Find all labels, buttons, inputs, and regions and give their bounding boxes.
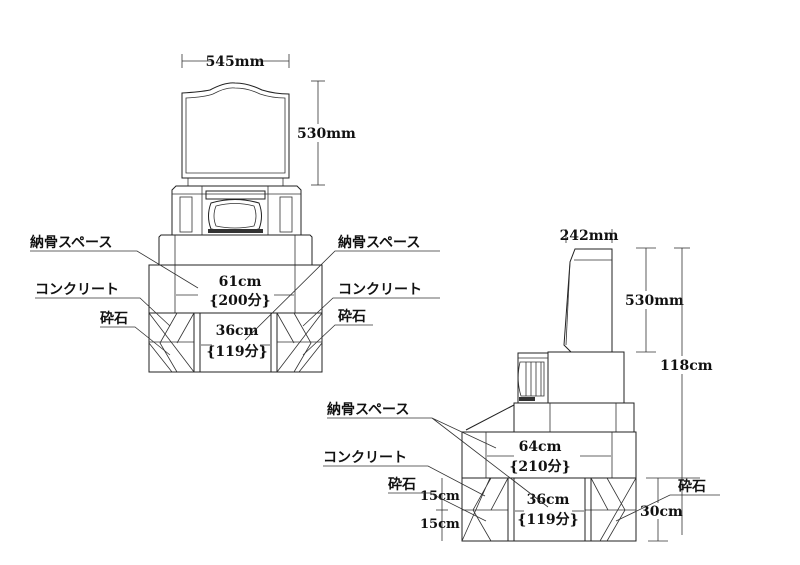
front-concrete-block: 61cm {200分} bbox=[148, 264, 323, 314]
front-opening-width-bu-label: {119分} bbox=[206, 344, 267, 360]
front-inner-width-bu-label: {200分} bbox=[209, 293, 270, 309]
side-upper-base bbox=[517, 351, 625, 404]
side-gravel-depth-dimension: 30cm bbox=[638, 477, 700, 542]
side-gravel-left-label: 砕石 bbox=[388, 476, 416, 493]
side-gravel-depth-label: 30cm bbox=[640, 504, 683, 520]
side-layer-lower-label: 15cm bbox=[420, 517, 460, 532]
front-height-dimension: 530mm bbox=[296, 80, 356, 186]
side-headstone bbox=[563, 248, 613, 353]
side-middle-base bbox=[465, 402, 635, 433]
side-gravel-right-label: 砕石 bbox=[678, 478, 706, 495]
side-labels: 納骨スペース コンクリート 砕石 砕石 bbox=[323, 401, 720, 522]
front-width-label: 545mm bbox=[206, 54, 265, 70]
side-total-height-label: 118cm bbox=[660, 358, 713, 374]
front-right-labels: 納骨スペース コンクリート 砕石 bbox=[244, 234, 440, 356]
side-layer-upper-label: 15cm bbox=[420, 489, 460, 504]
side-view: 242mm 530mm 118cm bbox=[323, 228, 720, 542]
side-concrete-block: 64cm {210分} bbox=[461, 431, 637, 479]
side-ossuary-label: 納骨スペース bbox=[327, 401, 409, 418]
side-depth-label: 242mm bbox=[560, 228, 619, 244]
front-opening-width-label: 36cm bbox=[216, 323, 259, 339]
front-left-gravel-label: 砕石 bbox=[100, 310, 128, 327]
side-inner-width-bu-label: {210分} bbox=[509, 459, 570, 475]
front-left-ossuary-label: 納骨スペース bbox=[30, 234, 112, 251]
front-upper-base bbox=[171, 185, 302, 236]
side-opening-width-label: 36cm bbox=[527, 492, 570, 508]
side-concrete-label: コンクリート bbox=[323, 450, 407, 466]
side-layer-dimensions: 15cm 15cm bbox=[420, 478, 460, 541]
front-right-ossuary-label: 納骨スペース bbox=[338, 234, 420, 251]
front-headstone bbox=[181, 82, 290, 186]
front-view: 545mm 530mm bbox=[30, 54, 440, 373]
front-gravel-layer: 36cm {119分} bbox=[148, 312, 323, 373]
front-left-concrete-label: コンクリート bbox=[35, 282, 119, 298]
side-gravel-layer: 36cm {119分} bbox=[461, 477, 637, 542]
front-left-labels: 納骨スペース コンクリート 砕石 bbox=[30, 234, 199, 356]
front-width-dimension: 545mm bbox=[181, 54, 290, 70]
side-total-height-dimension: 118cm bbox=[658, 247, 713, 535]
side-headstone-height-label: 530mm bbox=[625, 293, 684, 309]
front-inner-width-label: 61cm bbox=[219, 274, 262, 290]
side-headstone-height-dimension: 530mm bbox=[624, 247, 684, 353]
side-opening-width-bu-label: {119分} bbox=[517, 512, 578, 528]
side-depth-dimension: 242mm bbox=[560, 228, 619, 244]
front-height-label: 530mm bbox=[297, 126, 356, 142]
front-right-concrete-label: コンクリート bbox=[338, 282, 422, 298]
side-inner-width-label: 64cm bbox=[519, 439, 562, 455]
front-right-gravel-label: 砕石 bbox=[338, 308, 366, 325]
